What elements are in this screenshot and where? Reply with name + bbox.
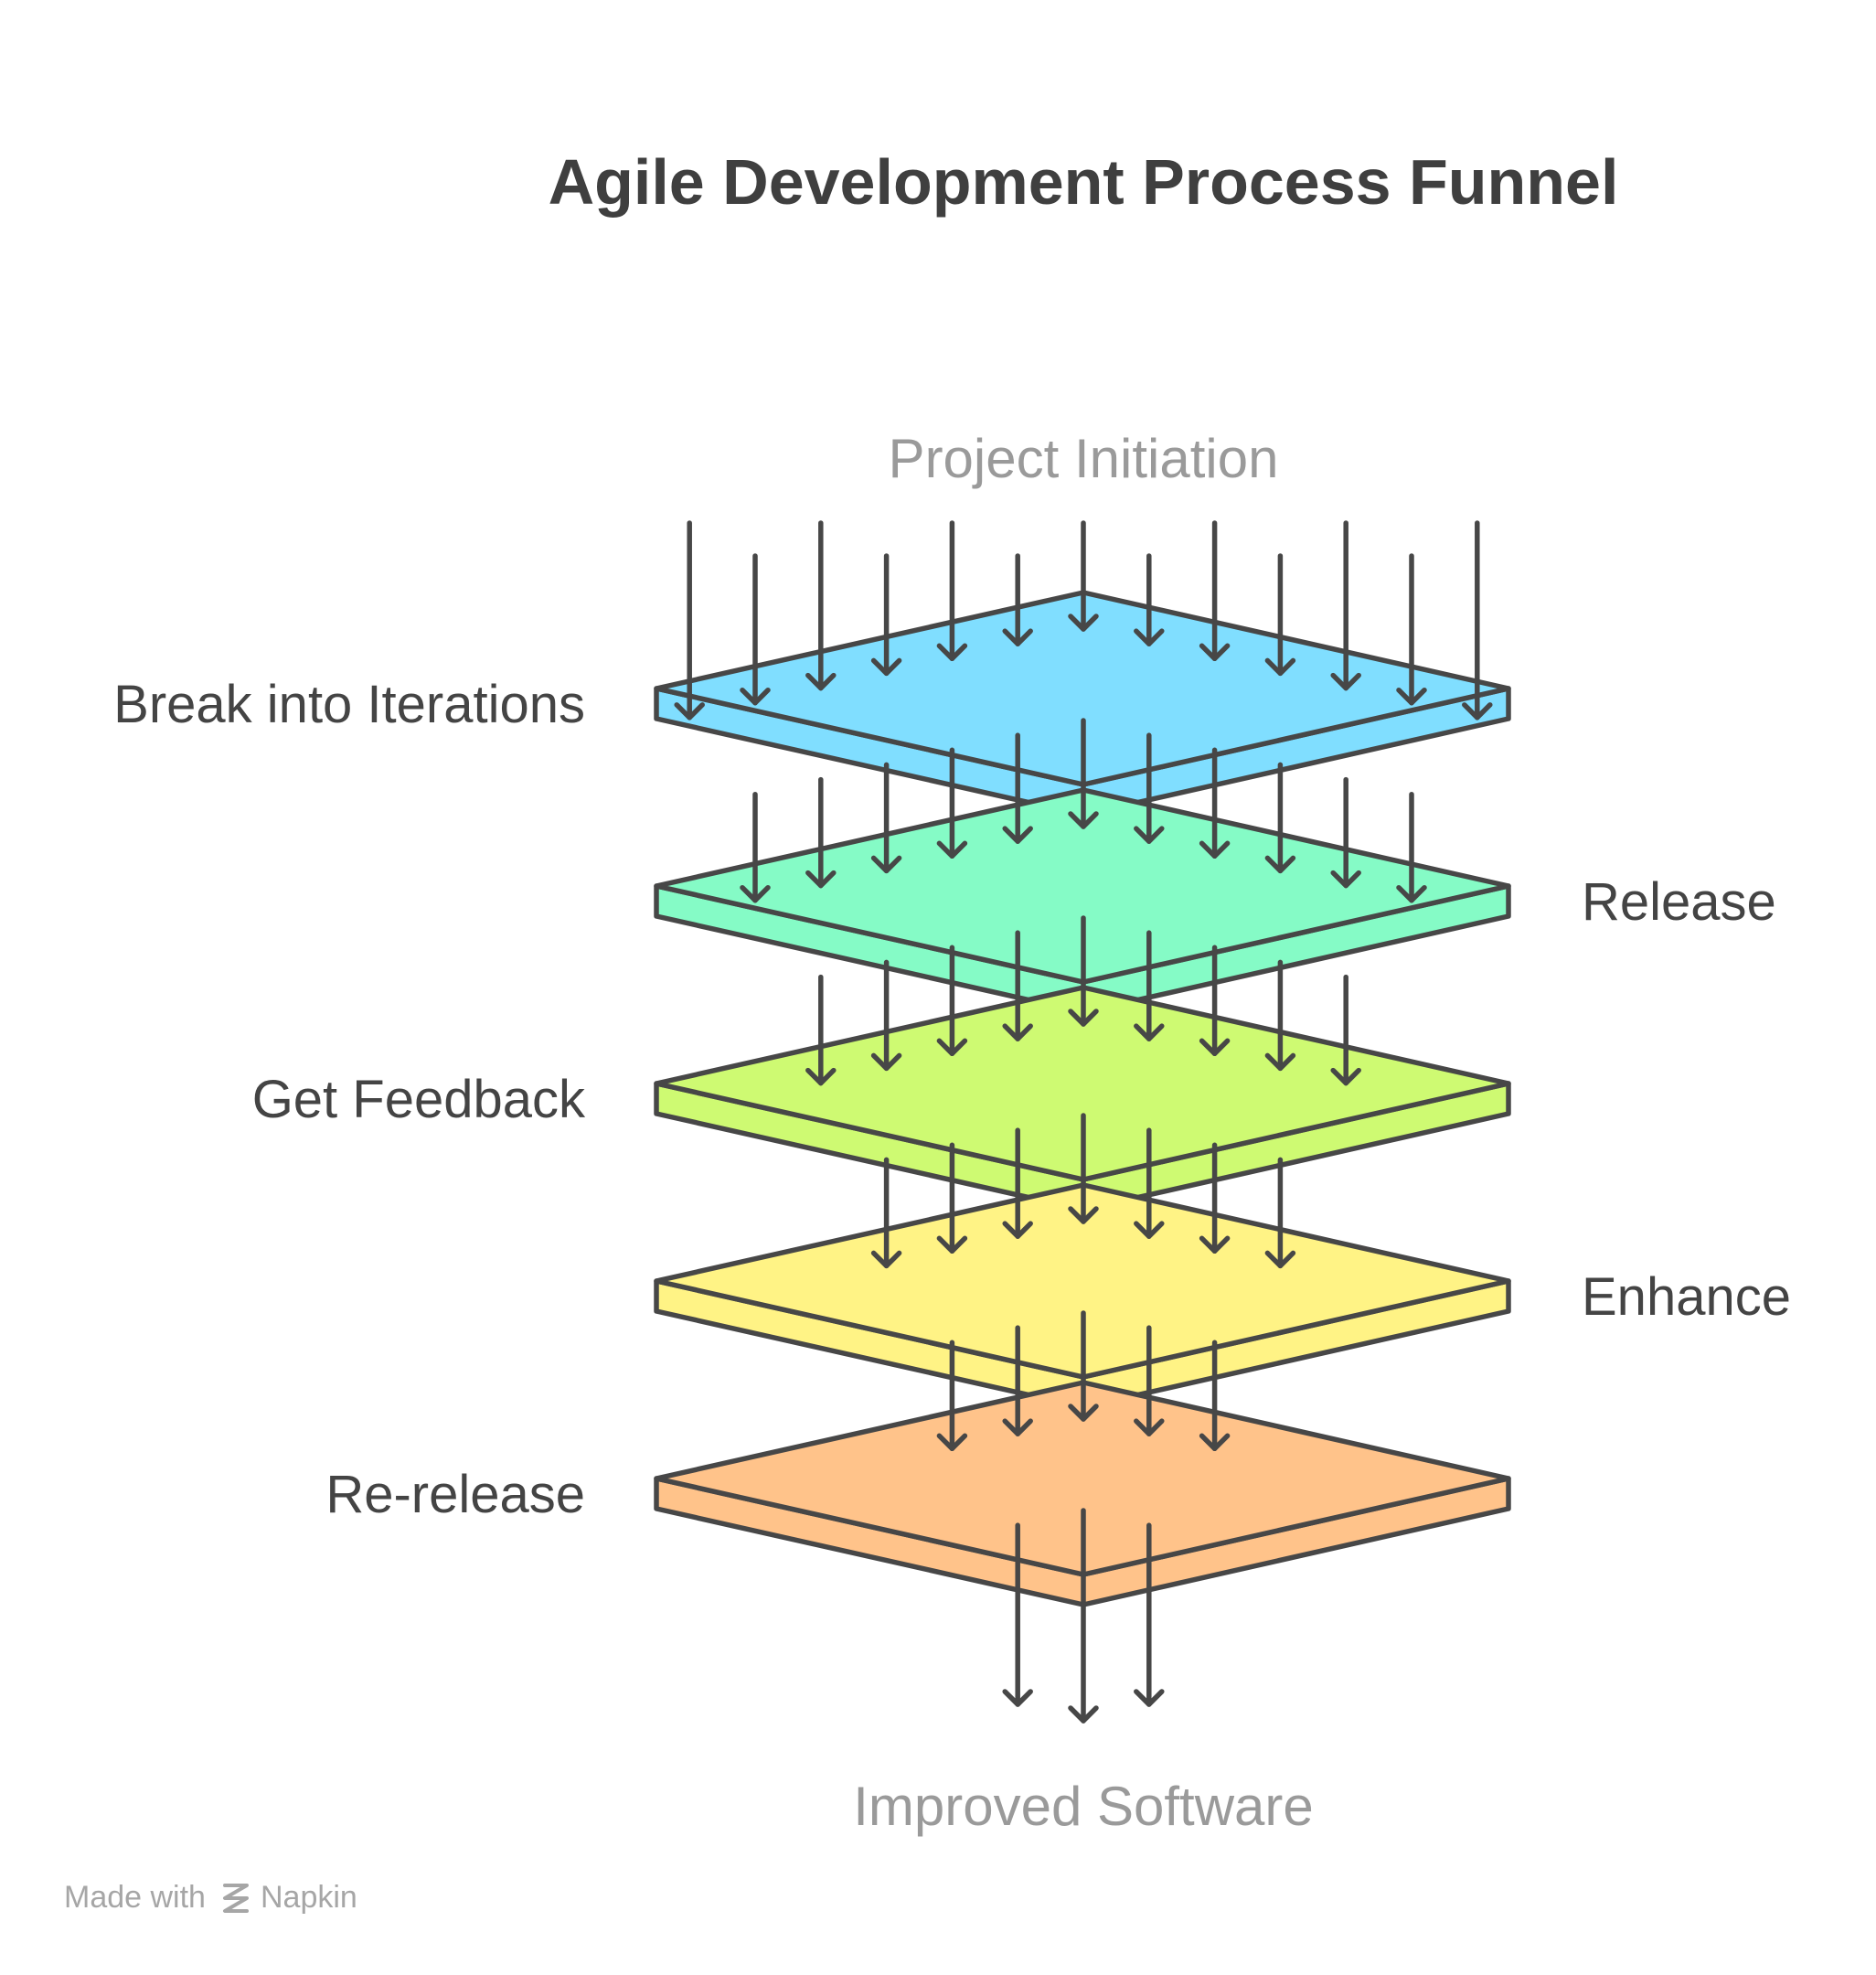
footer: Made with Napkin	[64, 1880, 357, 1915]
stage-label-4: Enhance	[1582, 1267, 1791, 1327]
arrow-down-icon	[805, 650, 837, 691]
output-arrow	[1068, 1508, 1099, 1724]
napkin-logo-icon	[223, 1884, 249, 1913]
arrow-down-icon	[936, 621, 968, 662]
output-label: Improved Software	[853, 1776, 1314, 1837]
arrow-down-icon	[674, 680, 705, 721]
arrow-down-icon	[1330, 1045, 1361, 1086]
output-arrow	[1002, 1522, 1033, 1707]
arrow-down-icon	[1068, 1382, 1099, 1422]
stage-label-1: Break into Iterations	[113, 675, 585, 734]
arrow-down-icon	[1199, 1213, 1231, 1254]
arrow-down-icon	[805, 1045, 837, 1086]
funnel-layers	[654, 520, 1511, 1724]
input-label: Project Initiation	[889, 428, 1279, 489]
arrow-down-icon	[1330, 848, 1361, 889]
diagram-title: Agile Development Process Funnel	[549, 146, 1619, 218]
stage-label-2: Release	[1582, 872, 1776, 932]
napkin-brand-text: Napkin	[261, 1880, 357, 1915]
arrow-down-icon	[936, 1016, 968, 1057]
arrow-down-icon	[1134, 804, 1165, 844]
output-arrow	[1134, 1522, 1165, 1707]
arrow-down-icon	[1330, 650, 1361, 691]
arrow-down-icon	[740, 665, 771, 706]
made-with-text: Made with	[64, 1880, 206, 1915]
arrow-down-icon	[1462, 680, 1493, 721]
arrow-down-icon	[1002, 1001, 1033, 1041]
arrow-down-icon	[936, 1213, 968, 1254]
arrow-down-icon	[1002, 1199, 1033, 1239]
arrow-down-icon	[1134, 606, 1165, 646]
arrow-down-icon	[1264, 635, 1296, 677]
arrow-down-icon	[870, 1030, 902, 1072]
arrow-down-icon	[870, 1228, 902, 1269]
stage-label-5: Re-release	[325, 1465, 585, 1524]
arrow-down-icon	[1199, 1411, 1231, 1452]
arrow-down-icon	[1068, 789, 1099, 829]
arrow-down-icon	[805, 848, 837, 889]
arrow-down-icon	[1068, 1184, 1099, 1224]
arrow-down-icon	[1264, 833, 1296, 874]
arrow-down-icon	[1264, 1228, 1296, 1269]
arrow-down-icon	[1199, 621, 1231, 662]
arrow-down-icon	[1134, 1396, 1165, 1436]
arrow-down-icon	[1396, 862, 1427, 903]
arrow-down-icon	[1264, 1030, 1296, 1072]
arrow-down-icon	[1199, 1016, 1231, 1057]
arrow-down-icon	[1396, 665, 1427, 706]
arrow-down-icon	[936, 818, 968, 859]
arrow-down-icon	[1199, 818, 1231, 859]
arrow-down-icon	[1068, 987, 1099, 1027]
arrow-down-icon	[1002, 804, 1033, 844]
arrow-down-icon	[1068, 592, 1099, 632]
arrow-down-icon	[740, 862, 771, 903]
arrow-down-icon	[870, 635, 902, 677]
arrow-down-icon	[1002, 1396, 1033, 1436]
arrow-down-icon	[1002, 606, 1033, 646]
arrow-down-icon	[870, 833, 902, 874]
arrow-down-icon	[1134, 1001, 1165, 1041]
arrow-down-icon	[1134, 1199, 1165, 1239]
stage-label-3: Get Feedback	[252, 1070, 586, 1129]
arrow-down-icon	[936, 1411, 968, 1452]
